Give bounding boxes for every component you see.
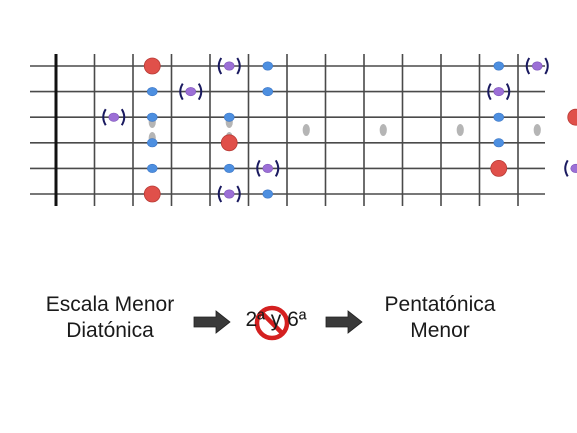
scale-note (223, 163, 235, 173)
removed-note (570, 163, 577, 173)
root-note (490, 159, 508, 177)
note-bracket-left (256, 159, 261, 177)
note-bracket-left (217, 185, 223, 203)
result-scale-line1: Pentatónica (384, 293, 496, 316)
arrow-right-icon (193, 310, 231, 334)
note-bracket-left (525, 57, 531, 75)
note-bracket-right (544, 57, 549, 75)
removed-note (185, 87, 197, 97)
note-bracket-right (120, 108, 126, 126)
root-note (220, 134, 238, 152)
source-scale-line1: Escala Menor (45, 293, 175, 316)
fret-marker-dot (302, 124, 310, 136)
scale-note (146, 138, 158, 148)
removed-note (223, 61, 235, 71)
prohibition-slash (259, 310, 285, 336)
fretboard-diagram (30, 54, 577, 206)
scale-note (262, 189, 274, 199)
note-bracket-left (217, 57, 223, 75)
root-note (567, 108, 577, 126)
scale-note (223, 112, 235, 122)
root-note (143, 57, 161, 75)
note-bracket-right (236, 185, 241, 203)
removed-degrees-label: 2ª y 6ª (232, 307, 320, 333)
note-bracket-left (102, 108, 107, 126)
removed-note (531, 61, 543, 71)
fret-marker-dot (533, 124, 541, 136)
scale-note (262, 87, 274, 97)
note-bracket-right (236, 57, 241, 75)
removed-degrees-text: 2ª y 6ª (245, 308, 307, 331)
root-note (143, 185, 161, 203)
arrow-right-icon (325, 310, 363, 334)
note-bracket-right (197, 83, 203, 101)
source-scale-line2: Diatónica (66, 319, 154, 342)
removed-note (262, 163, 274, 173)
note-bracket-left (487, 83, 492, 101)
scale-note (262, 61, 274, 71)
fret-marker-dot (379, 124, 387, 136)
scale-note (146, 112, 158, 122)
removed-note (493, 87, 505, 97)
removed-note (223, 189, 235, 199)
scale-note (493, 112, 505, 122)
result-scale-label: Pentatónica Menor (365, 292, 515, 344)
fret-marker-dot (456, 124, 464, 136)
note-bracket-left (564, 159, 569, 177)
note-bracket-right (274, 159, 280, 177)
result-scale-line2: Menor (410, 319, 470, 342)
removed-note (108, 112, 120, 122)
scale-note (493, 61, 505, 71)
note-bracket-left (179, 83, 184, 101)
scale-note (493, 138, 505, 148)
prohibition-icon (254, 305, 290, 341)
scale-note (146, 87, 158, 97)
note-bracket-right (505, 83, 511, 101)
scale-note (146, 163, 158, 173)
source-scale-label: Escala Menor Diatónica (30, 292, 190, 344)
